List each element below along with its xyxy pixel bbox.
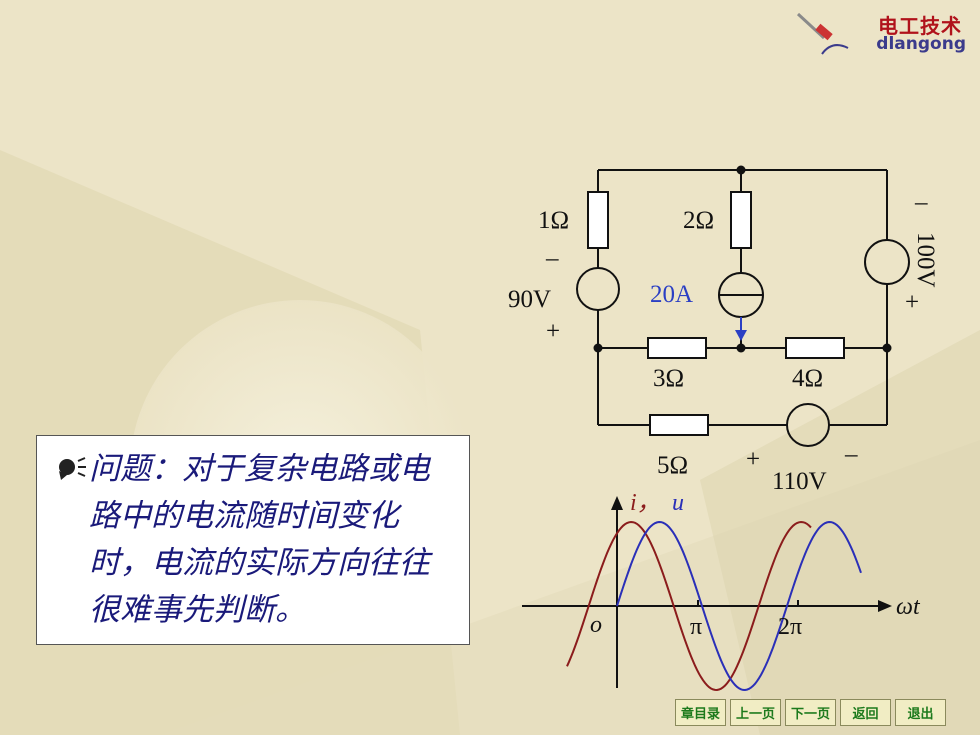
prev-page-button[interactable]: 上一页 (730, 699, 781, 726)
label-r1: 1Ω (538, 207, 569, 234)
y-label-i: i， (630, 490, 661, 516)
question-box: 问题：对于复杂电路或电路中的电流随时间变化时，电流的实际方向往往很难事先判断。 (36, 435, 470, 645)
y-label-u: u (672, 490, 684, 516)
voltage-source-100v (864, 239, 910, 285)
resistor-3ohm (647, 337, 707, 359)
label-90v-plus: + (546, 318, 560, 345)
voltage-source-110v (786, 403, 830, 447)
logo-graphic (796, 12, 849, 55)
tick-pi-label: π (690, 614, 702, 640)
question-text: 问题：对于复杂电路或电路中的电流随时间变化时，电流的实际方向往往很难事先判断。 (89, 451, 430, 628)
label-90v: 90V (508, 286, 551, 313)
curve-lagging (566, 520, 812, 692)
voltage-source-90v (576, 267, 620, 311)
label-r3: 3Ω (653, 365, 684, 392)
waveform-graph: i， u ωt o π 2π (522, 490, 921, 692)
current-arrow-head (735, 330, 747, 341)
label-r4: 4Ω (792, 365, 823, 392)
curve-leading (616, 520, 862, 692)
label-100v-plus: + (905, 289, 919, 316)
origin-label: o (590, 612, 602, 638)
next-page-button[interactable]: 下一页 (785, 699, 836, 726)
node-mid (736, 343, 746, 353)
logo-title: 电工技术 (878, 14, 962, 38)
node-right (882, 343, 892, 353)
nav-bar: 章目录 上一页 下一页 返回 退出 (675, 699, 946, 726)
speaker-icon (59, 457, 86, 480)
node-left (593, 343, 603, 353)
label-100v: 100V (912, 232, 939, 288)
chapter-button[interactable]: 章目录 (675, 699, 726, 726)
circuit-diagram: 1Ω 2Ω 3Ω 4Ω 5Ω 90V – + 20A – 100V + + – … (508, 165, 939, 495)
back-button[interactable]: 返回 (840, 699, 891, 726)
resistor-2ohm (730, 191, 752, 249)
label-110v: 110V (772, 468, 827, 495)
exit-button[interactable]: 退出 (895, 699, 946, 726)
label-110v-minus: – (844, 441, 858, 468)
resistor-5ohm (649, 414, 709, 436)
label-90v-minus: – (545, 245, 559, 272)
y-axis-arrow (611, 496, 623, 510)
label-100v-minus: – (914, 189, 928, 216)
label-110v-plus: + (746, 446, 760, 473)
node-top (736, 165, 746, 175)
logo-subtitle: dlangong (876, 34, 966, 54)
resistor-4ohm (785, 337, 845, 359)
x-label: ωt (896, 594, 921, 620)
tick-2pi-label: 2π (778, 614, 802, 640)
resistor-1ohm (587, 191, 609, 249)
label-20a: 20A (650, 281, 693, 308)
label-r2: 2Ω (683, 207, 714, 234)
x-axis-arrow (878, 600, 892, 612)
label-r5: 5Ω (657, 452, 688, 479)
